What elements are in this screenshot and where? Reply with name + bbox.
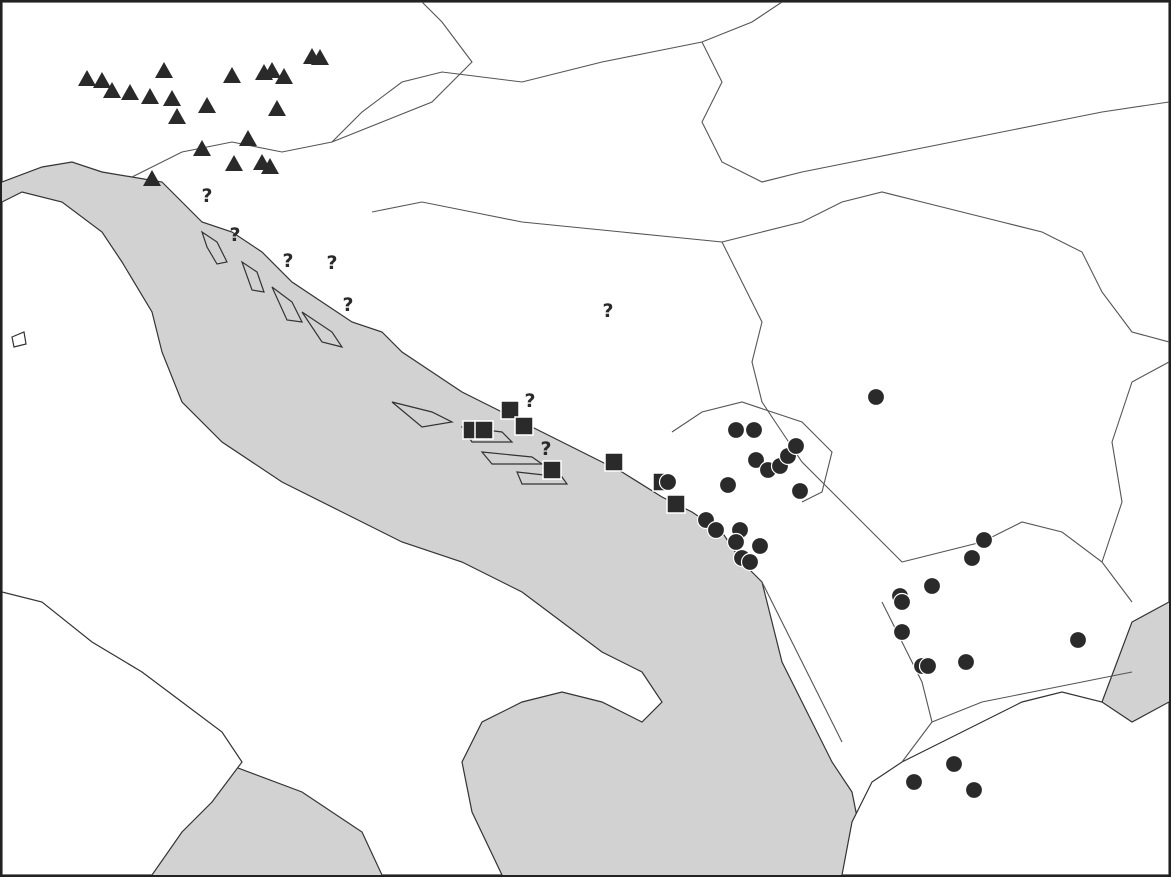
circle-marker: [726, 420, 746, 440]
triangle-marker: [155, 62, 173, 78]
circle-marker: [726, 532, 746, 552]
triangle-marker: [263, 62, 281, 78]
circle-marker: [750, 536, 770, 556]
circle-marker: [974, 530, 994, 550]
circle-marker: [746, 450, 766, 470]
circle-marker: [790, 481, 810, 501]
square-marker: [604, 452, 624, 472]
question-mark-marker: ?: [540, 438, 551, 460]
circle-marker: [962, 548, 982, 568]
square-marker: [474, 420, 494, 440]
triangle-marker: [141, 88, 159, 104]
question-mark-marker: ?: [326, 252, 337, 274]
circle-marker: [786, 436, 806, 456]
triangle-marker: [275, 68, 293, 84]
question-mark-marker: ?: [524, 390, 535, 412]
circle-marker: [944, 754, 964, 774]
circle-marker: [892, 622, 912, 642]
triangle-markers: [78, 48, 329, 186]
triangle-marker: [311, 49, 329, 65]
triangle-marker: [103, 82, 121, 98]
triangle-marker: [261, 158, 279, 174]
greece-landmass: [841, 691, 1169, 875]
square-marker: [500, 400, 520, 420]
circle-marker: [964, 780, 984, 800]
triangle-marker: [198, 97, 216, 113]
circle-marker: [866, 387, 886, 407]
triangle-marker: [121, 84, 139, 100]
square-marker: [514, 416, 534, 436]
circle-marker: [706, 520, 726, 540]
triangle-marker: [223, 67, 241, 83]
circle-marker: [956, 652, 976, 672]
circle-marker: [918, 656, 938, 676]
triangle-marker: [193, 140, 211, 156]
circle-markers: [658, 387, 1088, 800]
circle-marker: [740, 552, 760, 572]
question-mark-marker: ?: [342, 294, 353, 316]
triangle-marker: [163, 90, 181, 106]
country-borders: [131, 2, 1169, 763]
circle-marker: [718, 475, 738, 495]
circle-marker: [1068, 630, 1088, 650]
circle-marker: [904, 772, 924, 792]
circle-marker: [658, 472, 678, 492]
triangle-marker: [93, 72, 111, 88]
circle-marker: [922, 576, 942, 596]
question-markers: ????????: [201, 185, 613, 460]
square-marker: [666, 494, 686, 514]
question-mark-marker: ?: [229, 224, 240, 246]
question-mark-marker: ?: [602, 300, 613, 322]
south-italy-landmass: [2, 591, 243, 875]
circle-marker: [892, 592, 912, 612]
triangle-marker: [143, 170, 161, 186]
triangle-marker: [268, 100, 286, 116]
question-mark-marker: ?: [282, 250, 293, 272]
square-marker: [542, 460, 562, 480]
triangle-marker: [239, 130, 257, 146]
triangle-marker: [225, 155, 243, 171]
circle-marker: [744, 420, 764, 440]
triangle-marker: [78, 70, 96, 86]
triangle-marker: [168, 108, 186, 124]
question-mark-marker: ?: [201, 185, 212, 207]
